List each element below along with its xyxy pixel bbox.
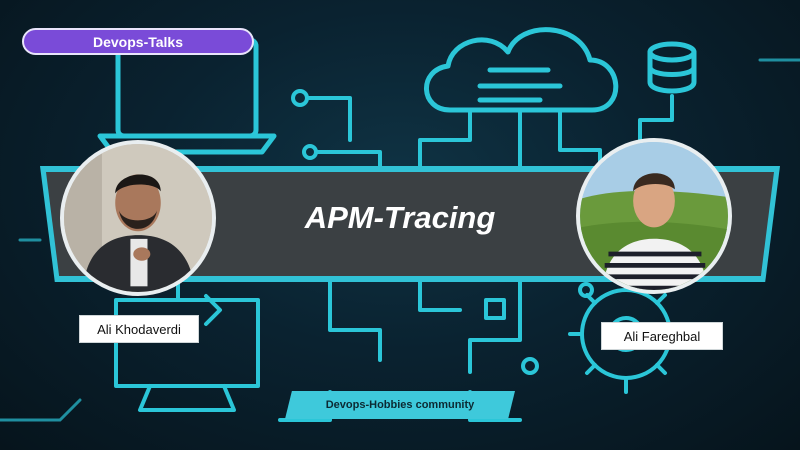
community-badge: Devops-Hobbies community — [285, 391, 515, 419]
devops-talks-banner: Devops-Talks — [22, 28, 254, 55]
speaker-name-tag-left: Ali Khodaverdi — [79, 315, 199, 343]
cloud-icon — [424, 27, 619, 113]
speaker-portrait-right — [580, 142, 728, 290]
talk-title: APM-Tracing — [304, 200, 496, 235]
speaker-name-right: Ali Fareghbal — [623, 328, 701, 344]
speaker-name-tag-right: Ali Fareghbal — [601, 322, 723, 350]
speaker-name-left: Ali Khodaverdi — [97, 321, 181, 337]
banner-label: Devops-Talks — [93, 33, 183, 50]
speaker-photo-right — [576, 138, 732, 294]
community-label: Devops-Hobbies community — [325, 399, 475, 411]
speaker-photo-left — [60, 140, 216, 296]
database-icon — [647, 41, 697, 63]
speaker-portrait-left — [64, 144, 212, 292]
